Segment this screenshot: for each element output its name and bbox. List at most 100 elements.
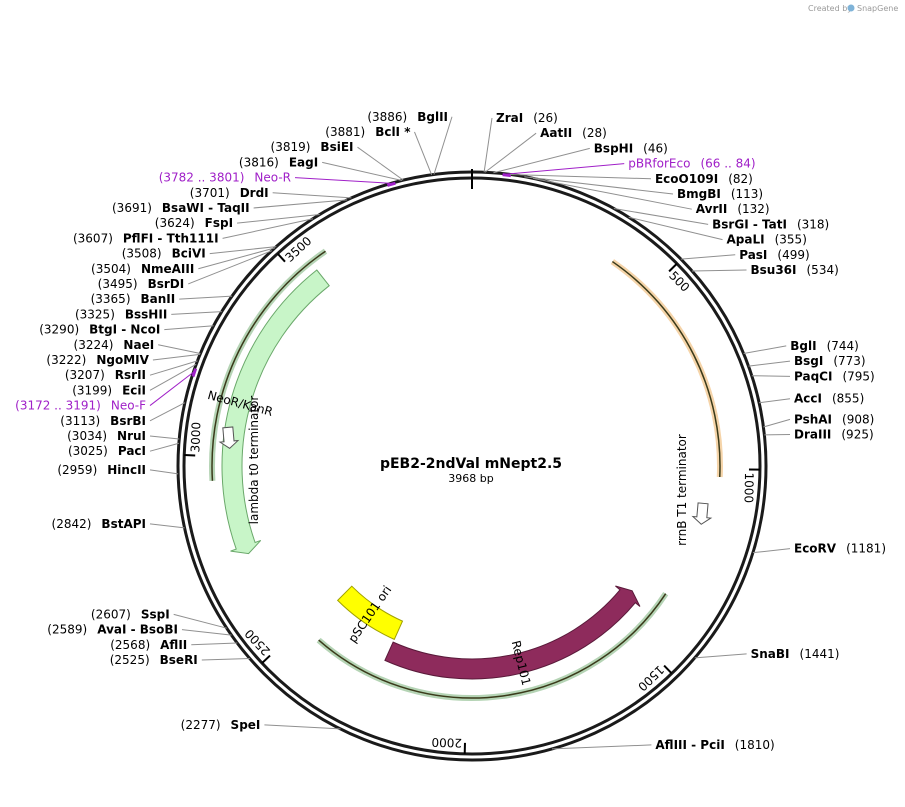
plasmid-size: 3968 bp xyxy=(448,472,493,485)
site-position: (3113) xyxy=(60,414,100,428)
site-label: Neo-F(3172 .. 3191) xyxy=(15,399,146,413)
credit-text: Created by xyxy=(808,4,852,13)
site-name: BstAPI xyxy=(101,517,146,531)
site-position: (3881) xyxy=(325,125,365,139)
site-label: ApaLI(355) xyxy=(727,233,807,247)
primer-mark xyxy=(502,173,512,178)
site-label: BglI(744) xyxy=(790,339,859,353)
site-label: Bsu36I(534) xyxy=(751,263,839,277)
site-name: AccI xyxy=(794,392,822,406)
site-leader xyxy=(694,653,747,659)
site-position: (26) xyxy=(533,111,558,125)
rrnb-label: rrnB T1 terminator xyxy=(675,434,689,546)
orf-green-neo-line xyxy=(211,250,326,481)
site-leader xyxy=(294,177,392,184)
site-position: (3504) xyxy=(91,262,131,276)
site-label: HincII(2959) xyxy=(57,463,146,477)
site-leader xyxy=(237,214,320,224)
credit-brand: SnapGene xyxy=(857,4,898,13)
site-position: (113) xyxy=(731,187,763,201)
site-name: NruI xyxy=(117,429,146,443)
site-leader xyxy=(433,116,453,175)
site-name: AflIII - PciI xyxy=(655,738,724,752)
site-label: BsrGI - TatI(318) xyxy=(712,217,829,231)
site-leader xyxy=(532,177,692,210)
site-leader-lines xyxy=(149,116,791,750)
site-label: BssHII(3325) xyxy=(75,307,167,321)
site-label: BstAPI(2842) xyxy=(52,517,146,531)
site-name: ZraI xyxy=(496,111,523,125)
site-label: NgoMIV(3222) xyxy=(46,353,149,367)
site-name: NmeAIII xyxy=(141,262,194,276)
site-label: DrdI (3701) xyxy=(190,186,269,200)
site-label: PacI(3025) xyxy=(68,444,146,458)
site-position: (1441) xyxy=(800,647,840,661)
site-position: (46) xyxy=(643,141,668,155)
site-name: AvaI - BsoBI xyxy=(97,623,178,637)
site-name: AatII xyxy=(540,126,572,140)
site-label: pBRforEco(66 .. 84) xyxy=(628,157,755,171)
tick-mark xyxy=(663,664,673,675)
site-label: PshAI (908) xyxy=(794,412,874,426)
rep101-arrow xyxy=(384,585,641,680)
site-position: (28) xyxy=(582,126,607,140)
site-position: (3207) xyxy=(65,368,105,382)
site-label: Neo-R(3782 .. 3801) xyxy=(159,171,291,185)
tick-label: 3000 xyxy=(188,422,203,453)
site-label: PflFI - Tth111I(3607) xyxy=(73,231,219,245)
site-position: (908) xyxy=(842,412,874,426)
site-position: (3034) xyxy=(67,429,107,443)
site-name: BglI xyxy=(790,339,816,353)
site-position: (2277) xyxy=(181,718,221,732)
site-position: (2959) xyxy=(57,463,97,477)
site-position: (2568) xyxy=(110,638,150,652)
site-leader xyxy=(613,207,709,225)
site-position: (3782 .. 3801) xyxy=(159,171,245,185)
site-position: (3691) xyxy=(112,201,152,215)
site-name: PshAI xyxy=(794,412,832,426)
site-leader xyxy=(551,744,652,750)
site-leader xyxy=(149,363,197,391)
lambda-feature: lambda t0 terminator xyxy=(218,396,261,524)
site-label: EcoRV (1181) xyxy=(794,542,886,556)
site-name: NaeI xyxy=(123,338,154,352)
site-position: (318) xyxy=(797,217,829,231)
site-leader xyxy=(149,435,180,440)
site-name: DrdI xyxy=(240,186,269,200)
tick-label: 500 xyxy=(666,269,692,295)
site-leader xyxy=(253,199,348,209)
site-label: BsrDI(3495) xyxy=(98,277,185,291)
site-name: pBRforEco xyxy=(628,157,690,171)
site-label: NmeAIII (3504) xyxy=(91,262,194,276)
site-leader xyxy=(751,375,791,377)
site-label: NaeI(3224) xyxy=(74,338,155,352)
site-label: BclI *(3881) xyxy=(325,125,411,139)
site-position: (3701) xyxy=(190,186,230,200)
site-leader xyxy=(201,658,250,661)
site-name: EciI xyxy=(122,383,146,397)
site-name: NgoMIV xyxy=(96,353,149,367)
site-position: (1181) xyxy=(846,542,886,556)
site-name: AflII xyxy=(160,638,187,652)
site-leader xyxy=(357,146,404,181)
snapgene-logo-icon xyxy=(847,4,855,12)
site-leader xyxy=(484,132,537,173)
site-label: BciVI(3508) xyxy=(122,247,206,261)
site-name: EcoRV xyxy=(794,542,837,556)
plasmid-name: pEB2-2ndVal mNept2.5 xyxy=(380,456,562,472)
site-leader xyxy=(152,353,201,361)
site-name: DraIII xyxy=(794,428,831,442)
site-leader xyxy=(748,360,791,367)
site-leader xyxy=(181,629,232,636)
site-name: SpeI xyxy=(231,718,261,732)
site-name: BsgI xyxy=(794,354,823,368)
site-position: (1810) xyxy=(735,738,775,752)
primer-mark xyxy=(386,181,396,187)
site-leader xyxy=(743,345,787,354)
site-position: (132) xyxy=(737,202,769,216)
site-position: (3624) xyxy=(155,216,195,230)
site-leader xyxy=(628,216,723,241)
site-label: BtgI - NcoI(3290) xyxy=(39,323,160,337)
site-name: PaqCI xyxy=(794,369,832,383)
site-name: BglII xyxy=(417,110,448,124)
